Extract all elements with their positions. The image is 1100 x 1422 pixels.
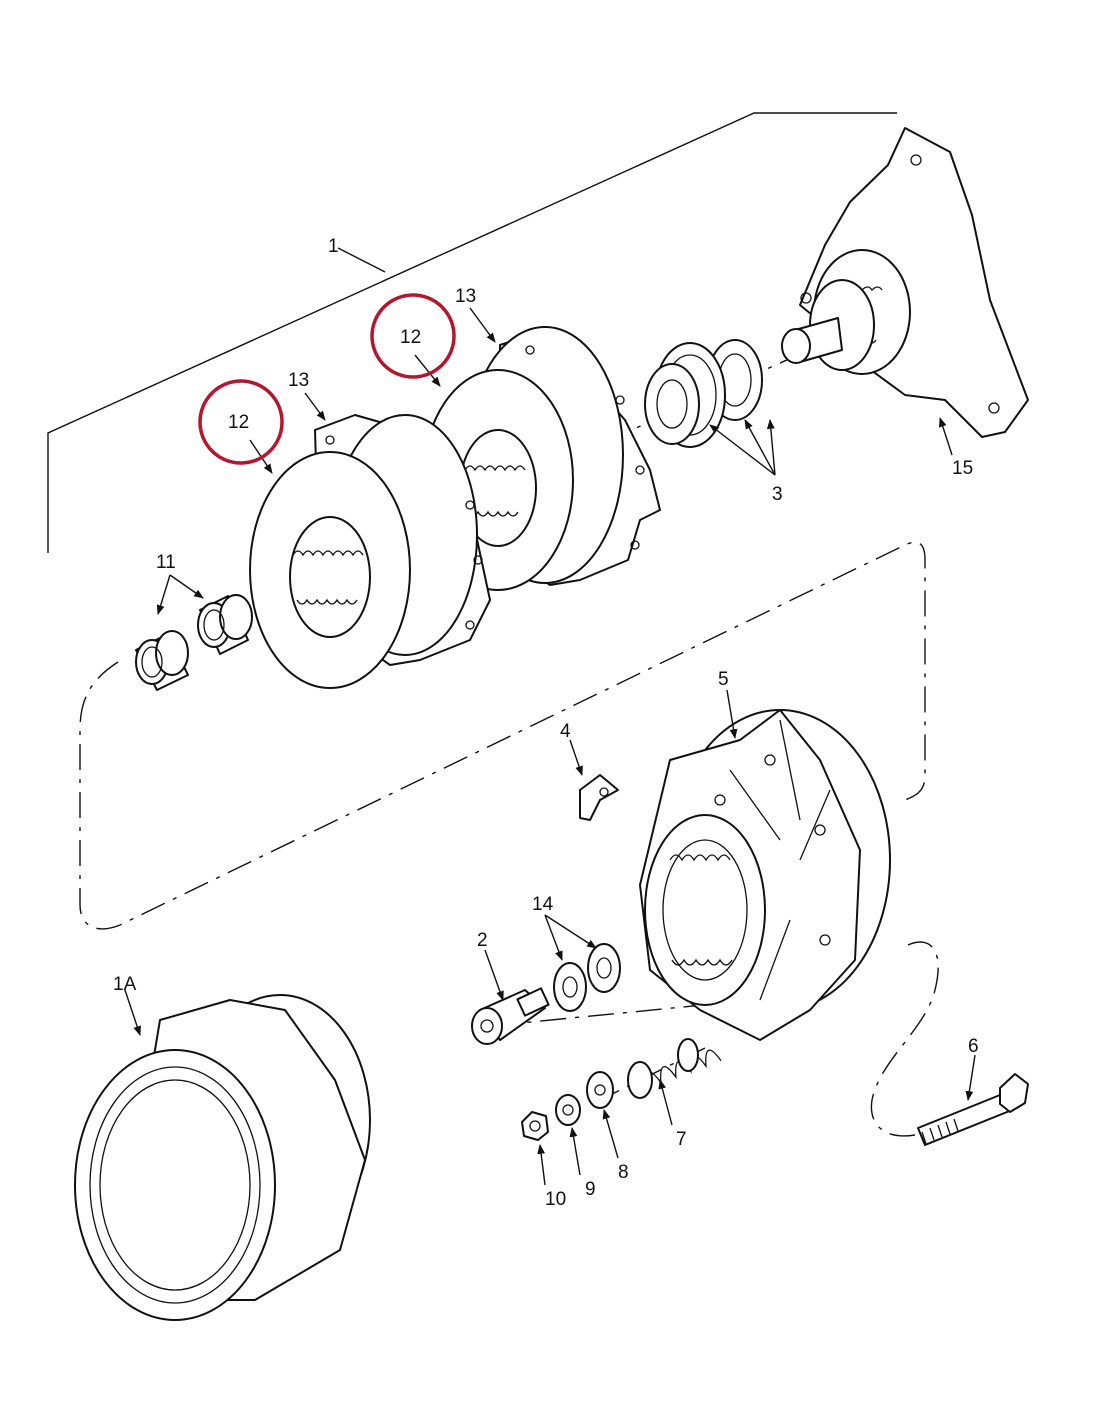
callout-10: 10 — [545, 1189, 566, 1210]
drum-part-1a — [74, 994, 371, 1321]
callout-15: 15 — [952, 458, 973, 479]
washers-part-14 — [553, 943, 621, 1012]
callout-labels: 1 13 12 13 12 11 3 15 5 4 14 2 1A 6 7 8 … — [113, 236, 979, 1210]
bushings-part-11 — [135, 594, 253, 691]
callout-12-front: 12 — [228, 412, 249, 433]
callout-11: 11 — [156, 552, 176, 573]
long-bolt-part-6 — [917, 1073, 1029, 1146]
friction-disc-part-12-front — [249, 451, 411, 689]
callout-1: 1 — [328, 236, 339, 257]
highlight-circle-12-rear — [370, 293, 456, 379]
bearing-seal-part-3 — [644, 339, 763, 448]
callout-12-rear: 12 — [400, 327, 421, 348]
callout-6: 6 — [968, 1036, 979, 1057]
callout-13-front: 13 — [288, 370, 309, 391]
lock-washer-part-9 — [555, 1094, 581, 1126]
callout-2: 2 — [477, 930, 488, 951]
bracket-part-4 — [579, 774, 619, 821]
hub-part-5 — [639, 709, 891, 1041]
spring-part-7 — [627, 1038, 722, 1099]
callout-8: 8 — [618, 1162, 629, 1183]
callout-9: 9 — [585, 1179, 596, 1200]
callout-7: 7 — [676, 1129, 687, 1150]
nut-part-10 — [521, 1111, 549, 1141]
callout-13-rear: 13 — [455, 286, 476, 307]
callout-3: 3 — [772, 484, 783, 505]
leader-lines — [124, 307, 976, 1186]
assembly-bracket — [47, 112, 897, 553]
callout-14: 14 — [532, 894, 554, 915]
callout-5: 5 — [718, 669, 729, 690]
mounting-flange-part-15 — [781, 127, 1029, 438]
callout-4: 4 — [560, 721, 571, 742]
highlight-circle-12-front — [198, 379, 284, 465]
washer-part-8 — [586, 1071, 614, 1109]
callout-1a: 1A — [113, 974, 137, 995]
bolt-part-2 — [471, 987, 550, 1045]
